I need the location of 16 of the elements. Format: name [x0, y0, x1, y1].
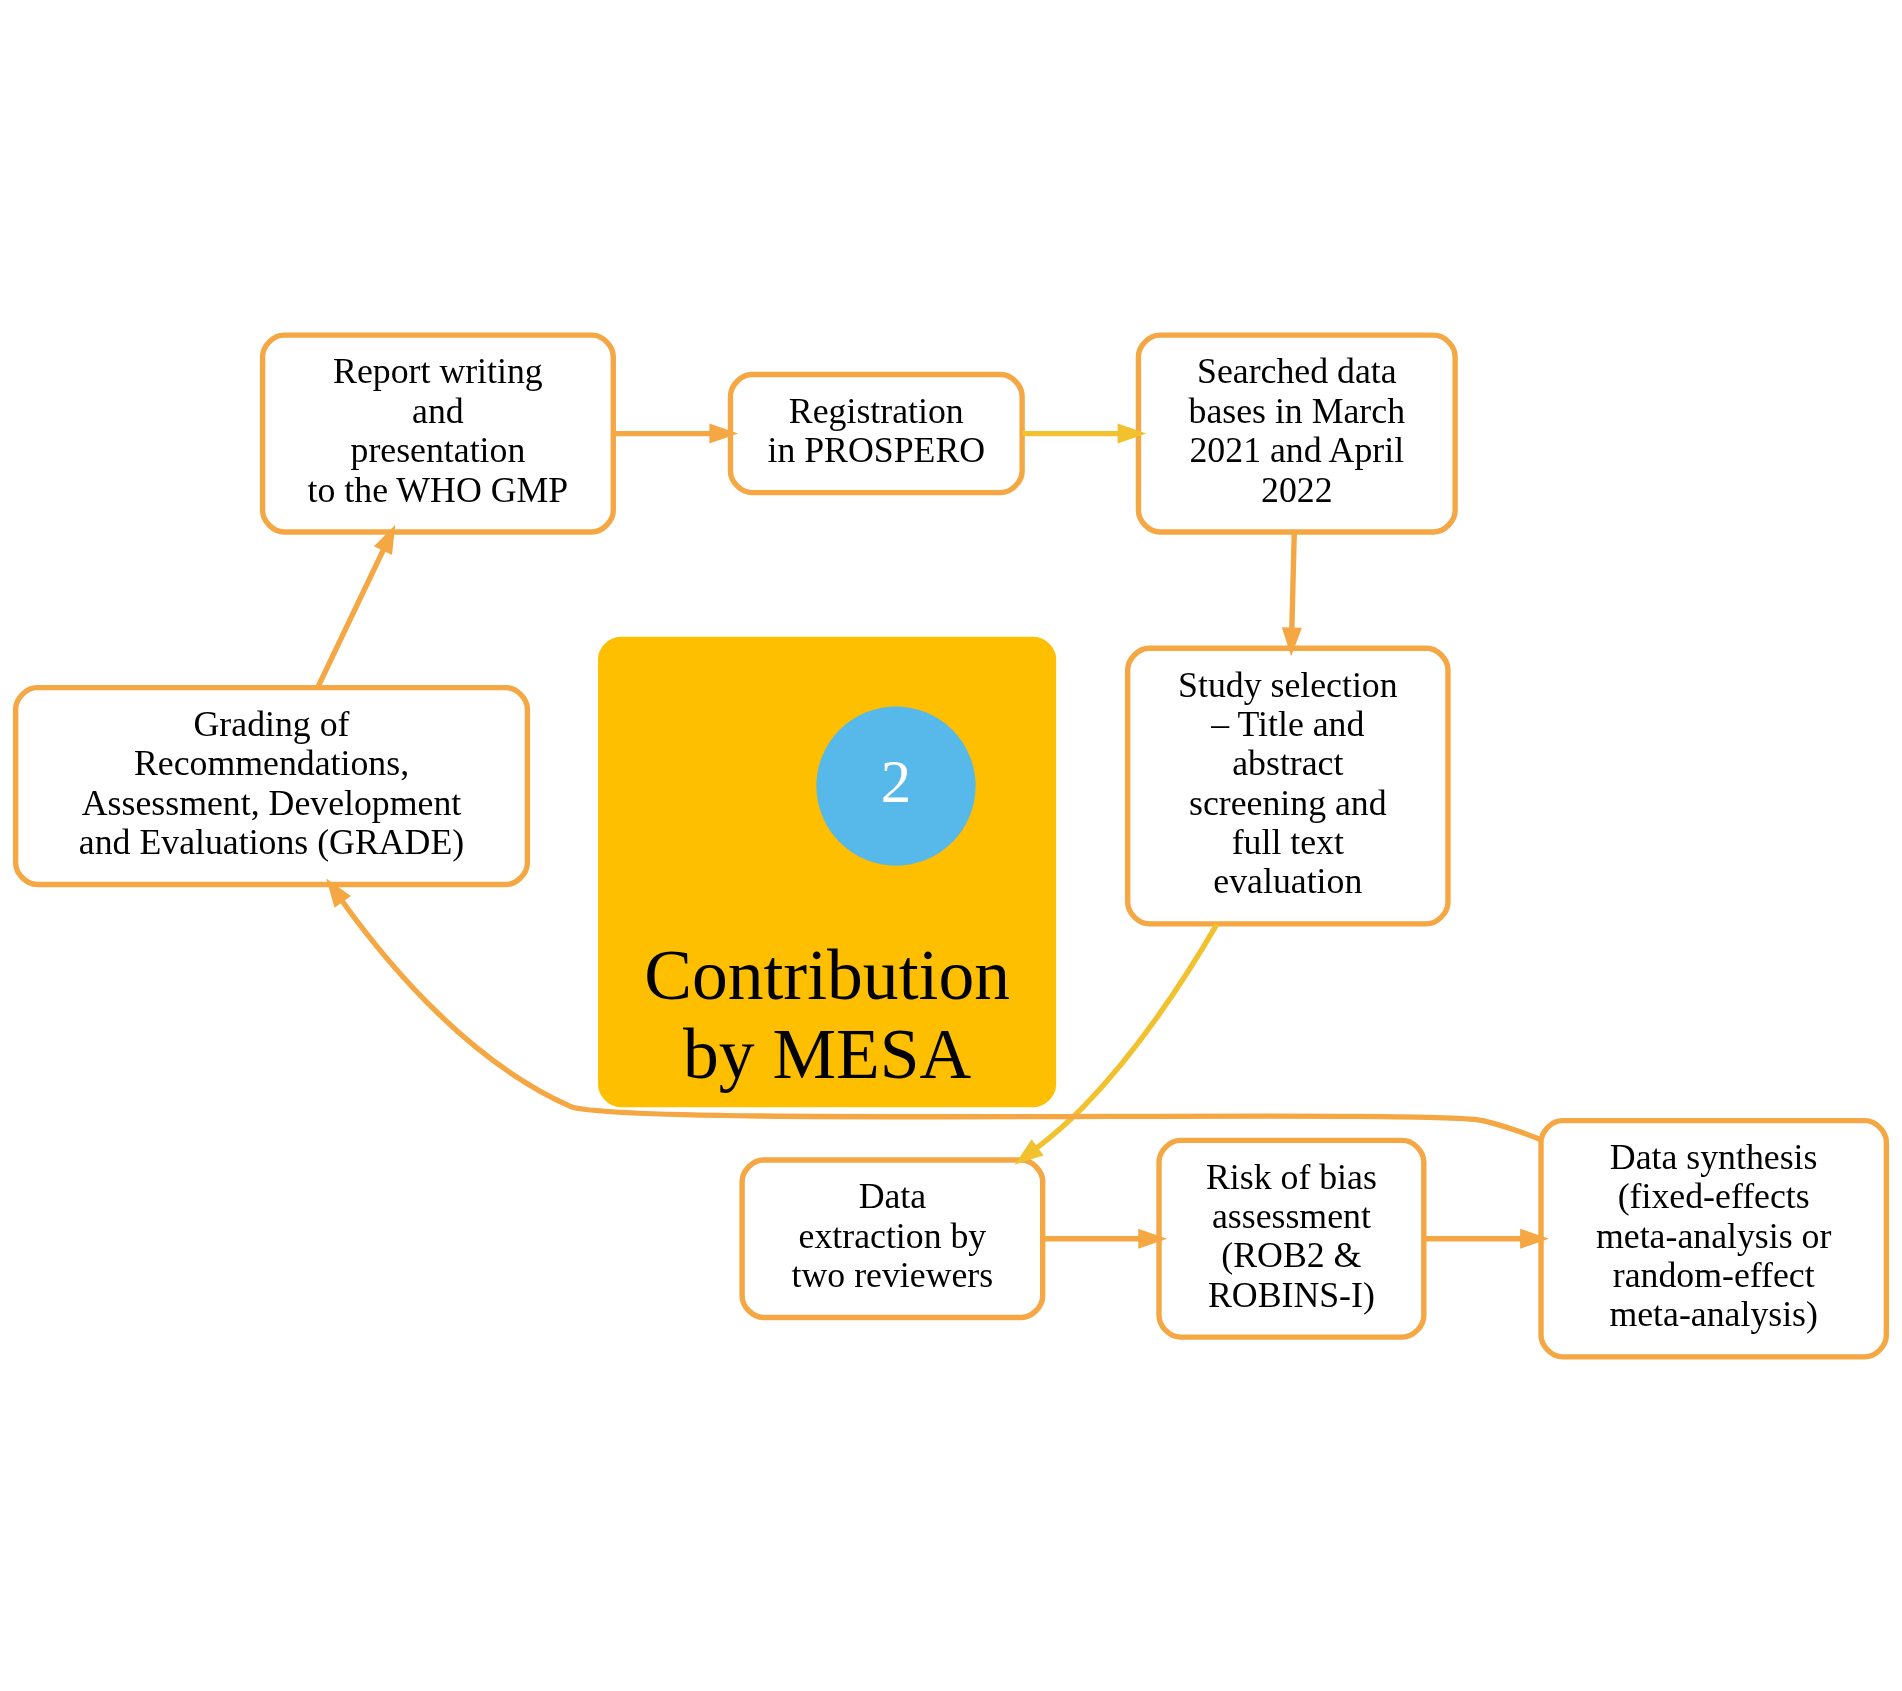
arrow: [1022, 423, 1147, 444]
arrow: [326, 877, 1542, 1142]
node-box: Searched data bases in March 2021 and April 2022: [1135, 331, 1458, 535]
node-box: Grading of Recommendations, Assessment, Development and Evaluations (GRADE): [12, 684, 531, 887]
arrow: [1281, 531, 1302, 656]
node-box: Study selection – Title and abstract screening and full text evaluation: [1125, 645, 1451, 926]
arrow: [1042, 1228, 1167, 1249]
node-box: Registration in PROSPERO: [727, 371, 1025, 495]
node-box: Data extraction by two reviewers: [739, 1156, 1046, 1320]
node-box: Data synthesis (fixed-effects meta-analysis or random-effect meta-analysis): [1538, 1117, 1890, 1360]
node-circle: 2: [816, 705, 976, 866]
node-box: Report writing and presentation to the WHO GMP: [259, 331, 616, 535]
arrow: [1014, 922, 1220, 1165]
arrow: [1424, 1228, 1549, 1249]
node-box: Risk of bias assessment (ROB2 & ROBINS-I): [1156, 1137, 1427, 1340]
arrow: [613, 423, 739, 444]
